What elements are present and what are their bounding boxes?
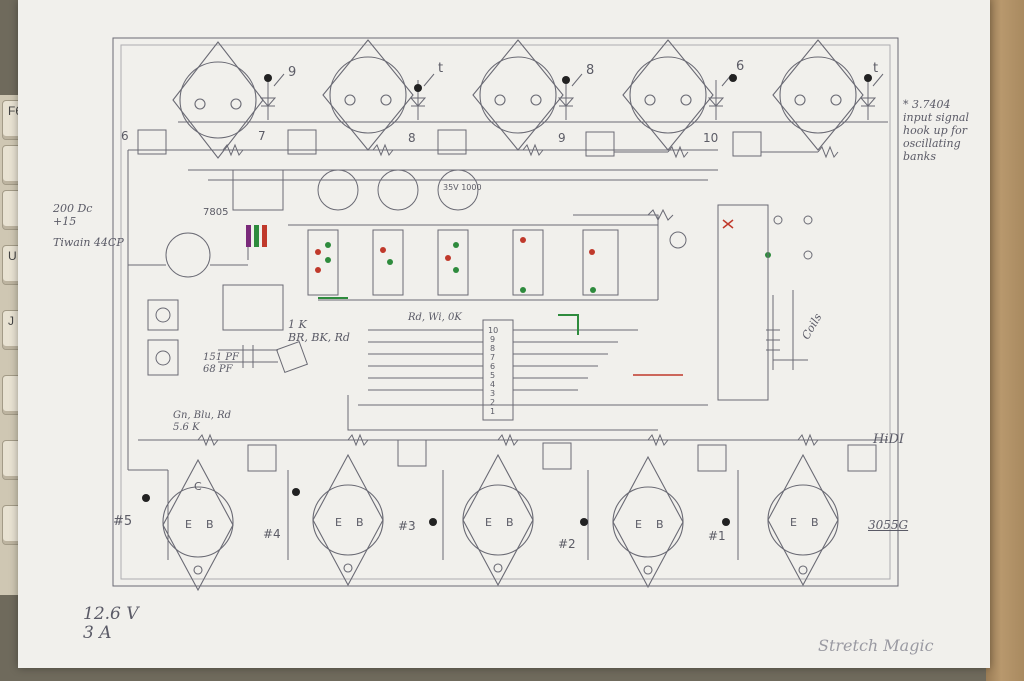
power-input-line: +15 — [53, 215, 77, 228]
transistor-top-4 — [622, 39, 714, 151]
ic-note: * 3.7404 input signal hook up for oscill… — [903, 98, 969, 163]
channel-number: 6 — [121, 129, 129, 143]
bottom-channel-label: #4 — [263, 527, 281, 541]
capacitor-note: 151 PF 68 PF — [203, 352, 239, 376]
emitter-label: E — [635, 518, 642, 531]
supply-line: 3 A — [83, 623, 112, 643]
regulator-leads — [246, 225, 267, 247]
arrow-label: 9 — [288, 65, 296, 80]
supply-note: 12.6 V 3 A — [83, 605, 139, 643]
ic-note-line: input signal — [903, 111, 970, 124]
top-transistor-row — [172, 39, 864, 159]
regulator-label: 7805 — [203, 207, 228, 218]
power-input-note: 200 Dc +15 Tiwain 44CP — [53, 202, 124, 249]
chip-pin: 3 — [490, 389, 495, 398]
transistor-top-1 — [172, 41, 264, 159]
emitter-label: E — [790, 516, 797, 529]
collector-label: C — [194, 480, 202, 493]
regulator-section — [128, 169, 479, 376]
emitter-label: E — [485, 516, 492, 529]
ic-note-line: oscillating — [903, 137, 961, 150]
transistor-part-label: 3055G — [868, 518, 909, 532]
base-label: B — [206, 518, 214, 531]
resistor-56k-line: 5.6 K — [173, 422, 200, 433]
red-dots — [315, 237, 595, 273]
transistor-bottom-5 — [767, 453, 839, 587]
channel-number: 8 — [408, 131, 416, 145]
green-dots — [325, 242, 771, 293]
bottom-channel-label: #5 — [113, 514, 132, 529]
schematic-sheet: 7805 35V 1000 7 6 8 9 10 9 t 8 6 t #5 #4… — [18, 0, 990, 668]
hi-di-label: HiDI — [873, 432, 905, 447]
schematic-drawing: 7805 35V 1000 7 6 8 9 10 9 t 8 6 t #5 #4… — [112, 37, 899, 592]
resistor-bank-label: Rd, Wi, 0K — [408, 312, 462, 323]
board-outline — [112, 37, 899, 587]
ic-note-line: * 3.7404 — [903, 98, 951, 111]
arrow-label: t — [438, 61, 443, 76]
base-label: B — [506, 516, 514, 529]
base-label: B — [356, 516, 364, 529]
base-label: B — [811, 516, 819, 529]
channel-number: 10 — [703, 131, 718, 145]
red-wires — [633, 219, 734, 376]
chip-pin: 6 — [490, 362, 495, 371]
resistor-1k-line: 1 K — [288, 318, 307, 331]
bottom-channel-label: #2 — [558, 537, 576, 551]
transistor-bottom-2 — [312, 453, 384, 587]
channel-number: 7 — [258, 129, 266, 143]
resistor-1k-line: BR, BK, Rd — [288, 331, 350, 344]
right-relay — [647, 204, 813, 401]
top-relay-row — [127, 121, 888, 470]
chip-pin: 7 — [490, 353, 495, 362]
power-input-line: Tiwain 44CP — [53, 236, 124, 249]
chip-pin: 2 — [490, 398, 495, 407]
resistor-56k-note: Gn, Blu, Rd 5.6 K — [173, 410, 231, 434]
resistor-56k-line: Gn, Blu, Rd — [173, 410, 232, 421]
top-led-dots — [264, 74, 872, 92]
bottom-channel-label: #3 — [398, 519, 416, 533]
desk-surface — [986, 0, 1024, 681]
drawing-title: Stretch Magic — [818, 636, 934, 655]
chip-pin: 9 — [490, 335, 495, 344]
channel-number: 9 — [558, 131, 566, 145]
chip-pin: 10 — [488, 326, 498, 335]
chip-pin: 4 — [490, 380, 495, 389]
transistor-bottom-1 — [162, 458, 234, 592]
chip-pin-labels: 10 9 8 7 6 5 4 3 2 1 — [488, 326, 498, 416]
chip-pin: 1 — [490, 407, 495, 416]
bottom-transistor-row — [162, 453, 839, 592]
transistor-bottom-4 — [612, 455, 684, 589]
transistor-top-3 — [472, 39, 564, 151]
arrow-label: t — [873, 61, 878, 76]
arrow-label: 6 — [736, 59, 744, 74]
top-led-row — [259, 73, 884, 120]
board-inner-outline — [120, 44, 891, 580]
green-wires — [318, 297, 579, 335]
resistor-1k-note: 1 K BR, BK, Rd — [288, 318, 350, 344]
chip-pin: 8 — [490, 344, 495, 353]
transistor-bottom-3 — [462, 453, 534, 587]
cap-top-label: 35V 1000 — [443, 183, 482, 192]
chip-pin: 5 — [490, 371, 495, 380]
base-label: B — [656, 518, 664, 531]
ic-socket-row — [288, 214, 708, 431]
capacitor-line: 151 PF — [203, 352, 239, 363]
bottom-led-dots — [142, 488, 730, 526]
arrow-label: 8 — [586, 63, 594, 78]
emitter-label: E — [185, 518, 192, 531]
bottom-channel-label: #1 — [708, 529, 726, 543]
capacitor-line: 68 PF — [203, 364, 233, 375]
power-input-line: 200 Dc — [53, 202, 93, 215]
supply-line: 12.6 V — [83, 604, 139, 624]
ic-note-line: hook up for — [903, 124, 968, 137]
transistor-top-2 — [322, 39, 414, 151]
ic-note-line: banks — [903, 150, 936, 163]
transistor-top-5 — [772, 39, 864, 151]
emitter-label: E — [335, 516, 342, 529]
bottom-relay-row — [128, 433, 888, 560]
